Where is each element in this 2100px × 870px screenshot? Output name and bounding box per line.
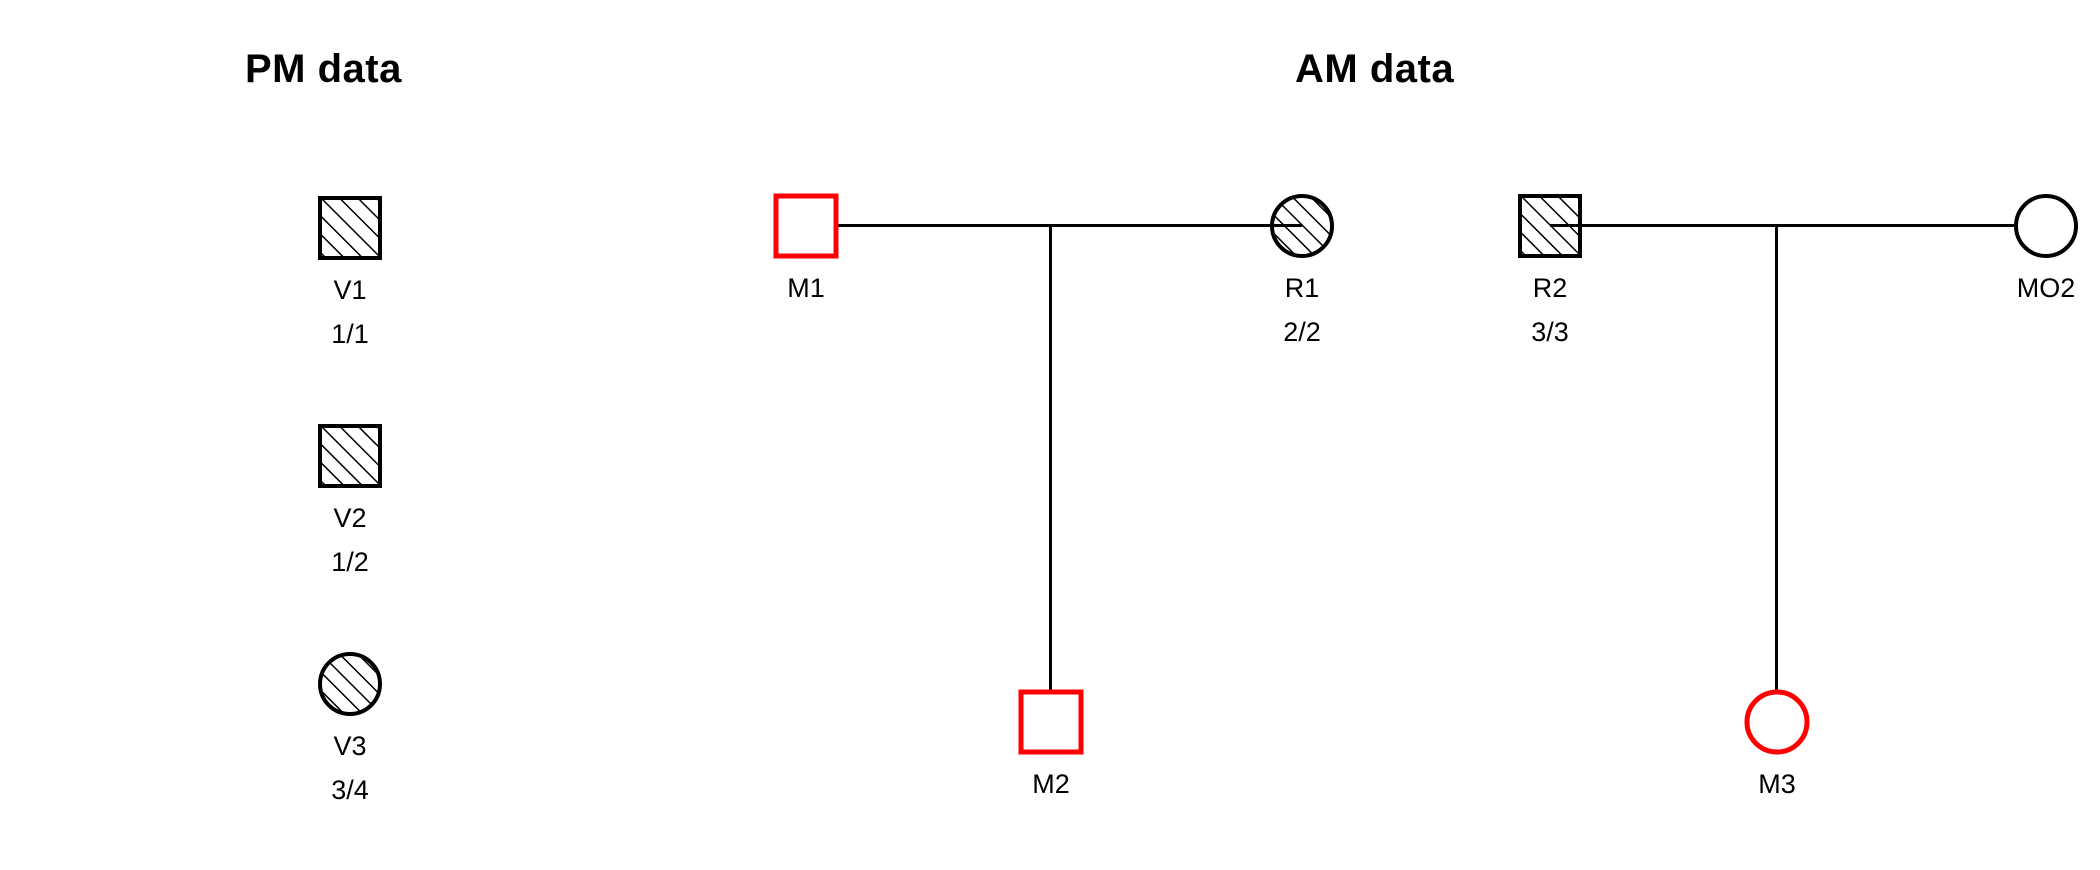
am-node-r2-genotype: 3/3: [1531, 317, 1569, 347]
pm-node-v3-id: V3: [333, 731, 367, 761]
am-data-title: AM data: [1295, 47, 1455, 91]
pm-node-v1-genotype: 1/1: [331, 319, 369, 349]
mating-line-family-2: [1550, 224, 2046, 227]
circle-empty-icon: [2014, 194, 2078, 258]
mating-line-family-1: [806, 224, 1302, 227]
pm-node-v1-labels: V1 1/1: [230, 268, 470, 356]
am-node-mo2-labels: MO2: [1926, 266, 2100, 310]
square-empty-icon: [773, 193, 839, 259]
am-node-r2-labels: R2 3/3: [1430, 266, 1670, 354]
square-hatched-icon: [1518, 194, 1582, 258]
square-empty-icon: [1018, 689, 1084, 755]
am-node-m2-id: M2: [1032, 769, 1070, 799]
pm-node-v1-id: V1: [333, 275, 367, 305]
pm-node-v3-genotype: 3/4: [331, 775, 369, 805]
am-node-m1-id: M1: [787, 273, 825, 303]
descent-line-family-1: [1049, 224, 1052, 690]
square-hatched-icon: [318, 196, 382, 260]
am-node-m3-id: M3: [1758, 769, 1796, 799]
am-node-m2-labels: M2: [931, 762, 1171, 806]
am-node-m1-labels: M1: [686, 266, 926, 310]
circle-hatched-icon: [1270, 194, 1334, 258]
circle-hatched-icon: [318, 652, 382, 716]
am-node-m3-labels: M3: [1657, 762, 1897, 806]
am-node-r1-id: R1: [1284, 273, 1320, 303]
circle-empty-icon: [1744, 689, 1810, 755]
pm-node-v2-genotype: 1/2: [331, 547, 369, 577]
pm-node-v2-id: V2: [333, 503, 367, 533]
am-node-r2-id: R2: [1532, 273, 1568, 303]
pm-node-v2-labels: V2 1/2: [230, 496, 470, 584]
descent-line-family-2: [1775, 224, 1778, 690]
pm-node-v3-labels: V3 3/4: [230, 724, 470, 812]
am-node-r1-labels: R1 2/2: [1182, 266, 1422, 354]
am-node-mo2-id: MO2: [2016, 273, 2076, 303]
pm-data-title: PM data: [245, 47, 402, 91]
am-node-r1-genotype: 2/2: [1283, 317, 1321, 347]
square-hatched-icon: [318, 424, 382, 488]
